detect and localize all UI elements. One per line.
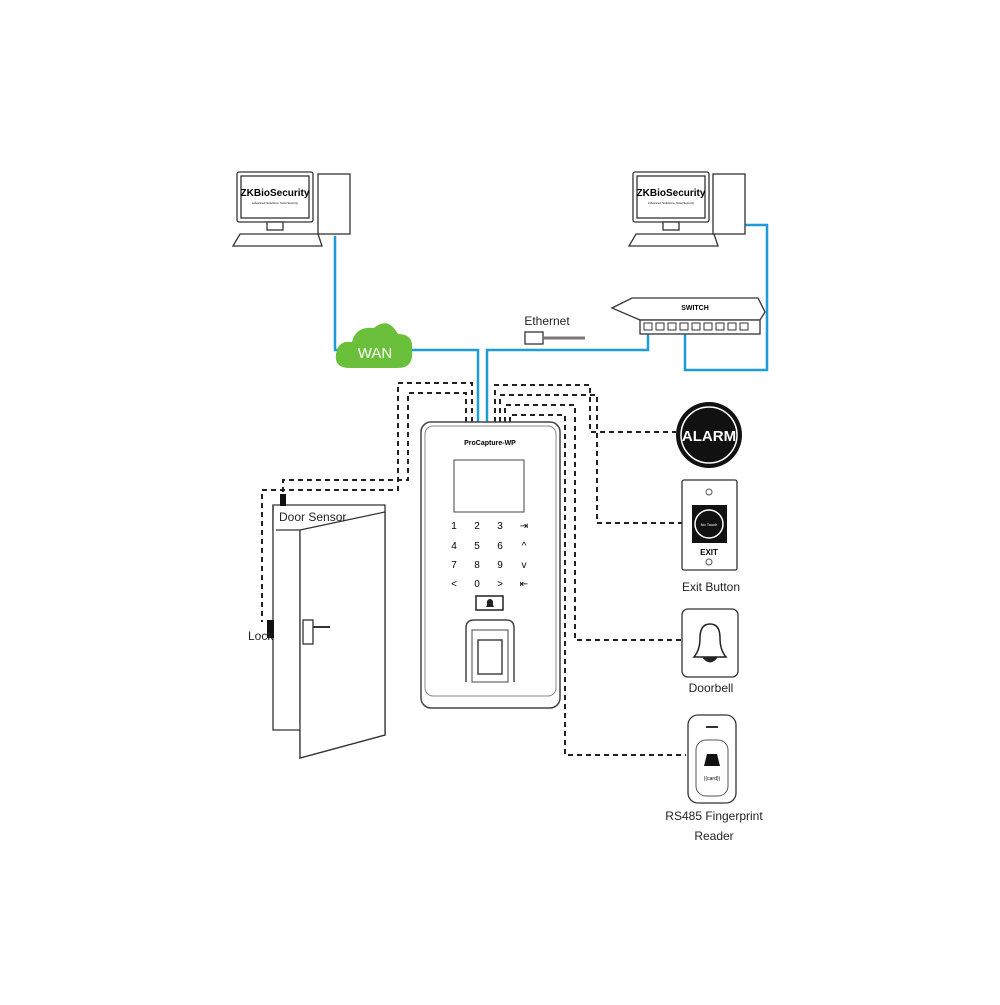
key-4[interactable]: 4 <box>451 541 457 552</box>
doorbell-label: Doorbell <box>689 681 734 695</box>
key-out[interactable]: ⇤ <box>520 579 528 590</box>
procapture-device: ProCapture-WP 1 2 3 ⇥ 4 5 6 ^ 7 8 9 v < … <box>420 421 561 709</box>
door-sensor-icon <box>280 494 286 506</box>
key-up[interactable]: ^ <box>522 541 527 552</box>
pc-left: ZKBioSecurity Advanced Solutions, Total … <box>231 171 351 247</box>
lock-icon <box>267 620 274 638</box>
pc-left-brand: ZKBioSecurity <box>241 188 310 199</box>
key-1[interactable]: 1 <box>451 521 457 532</box>
key-in[interactable]: ⇥ <box>520 521 528 532</box>
reader-label-line2: Reader <box>694 829 733 843</box>
key-2[interactable]: 2 <box>474 521 480 532</box>
key-left[interactable]: < <box>451 579 457 590</box>
control-wiring <box>261 382 686 756</box>
key-down[interactable]: v <box>522 560 527 571</box>
rs485-fingerprint-reader: ((card)) RS485 Fingerprint Reader <box>665 714 763 843</box>
doorbell: Doorbell <box>681 608 739 695</box>
key-3[interactable]: 3 <box>497 521 503 532</box>
ethernet-label: Ethernet <box>524 314 570 328</box>
key-7[interactable]: 7 <box>451 560 457 571</box>
no-touch-label: No Touch <box>701 522 718 527</box>
lock-label: Lock <box>248 629 274 643</box>
key-5[interactable]: 5 <box>474 541 480 552</box>
wan-label: WAN <box>358 345 392 362</box>
switch-label: SWITCH <box>681 305 709 312</box>
card-label: ((card)) <box>704 776 721 782</box>
pc-right: ZKBioSecurity Advanced Solutions, Total … <box>627 171 746 247</box>
keypad: 1 2 3 ⇥ 4 5 6 ^ 7 8 9 v < 0 > ⇤ <box>451 521 528 590</box>
device-screen <box>453 459 525 513</box>
pc-right-tagline: Advanced Solutions, Total Security <box>648 201 695 205</box>
exit-button-label: Exit Button <box>682 580 740 594</box>
key-9[interactable]: 9 <box>497 560 503 571</box>
network-switch: SWITCH <box>610 297 766 335</box>
bell-icon <box>486 599 494 607</box>
fingerprint-sensor <box>465 619 515 683</box>
exit-button-device: No Touch EXIT Exit Button <box>681 479 740 594</box>
pc-left-tagline: Advanced Solutions, Total Security <box>252 201 299 205</box>
key-8[interactable]: 8 <box>474 560 480 571</box>
door: Door Sensor Lock <box>248 494 386 759</box>
exit-label: EXIT <box>700 548 718 557</box>
alarm: ALARM <box>676 402 742 468</box>
ethernet-connector: Ethernet <box>524 314 585 345</box>
key-right[interactable]: > <box>497 579 503 590</box>
key-0[interactable]: 0 <box>474 579 480 590</box>
reader-label-line1: RS485 Fingerprint <box>665 809 763 823</box>
alarm-label: ALARM <box>682 428 736 445</box>
pc-right-brand: ZKBioSecurity <box>637 188 706 199</box>
bell-icon <box>692 623 728 658</box>
door-sensor-label: Door Sensor <box>279 510 346 524</box>
key-6[interactable]: 6 <box>497 541 503 552</box>
wan-cloud: WAN <box>335 323 413 368</box>
device-model: ProCapture-WP <box>464 440 516 447</box>
